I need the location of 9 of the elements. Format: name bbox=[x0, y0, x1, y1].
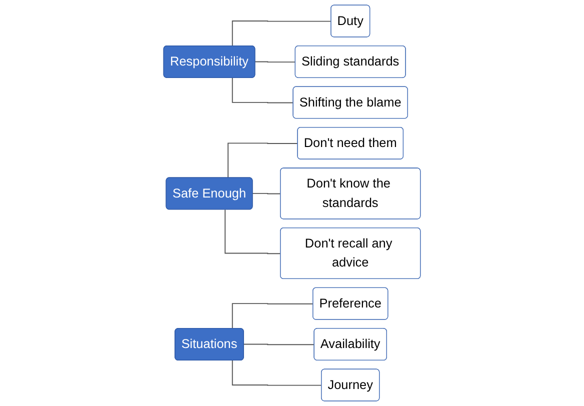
connector bbox=[252, 192, 282, 194]
connector bbox=[232, 360, 322, 386]
connector bbox=[254, 61, 296, 63]
connector bbox=[232, 303, 314, 330]
connector bbox=[243, 344, 315, 346]
connector bbox=[232, 77, 294, 104]
connector bbox=[232, 20, 332, 47]
connector bbox=[228, 142, 298, 178]
connector bbox=[224, 209, 282, 254]
